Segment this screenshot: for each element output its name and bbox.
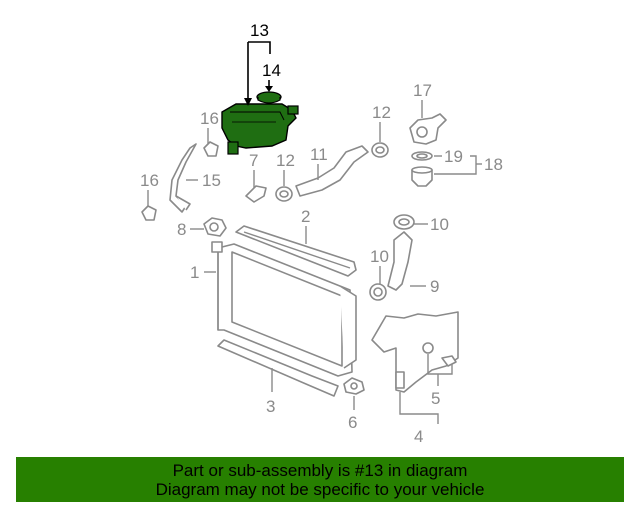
callout-7: 7 (249, 151, 258, 170)
callout-12-right: 12 (372, 103, 391, 122)
callout-8: 8 (177, 220, 186, 239)
overflow-hose-part-15[interactable] (169, 143, 197, 213)
callout-10-upper: 10 (430, 215, 449, 234)
clamp-part-12-right[interactable] (371, 142, 389, 158)
lower-air-baffle-part-3[interactable] (217, 339, 339, 397)
lower-hose-part-9[interactable] (387, 231, 413, 291)
banner-line-disclaimer: Diagram may not be specific to your vehi… (155, 479, 485, 499)
callout-15: 15 (202, 171, 221, 190)
callout-11: 11 (310, 145, 328, 164)
callout-3: 3 (266, 397, 275, 416)
thermostat-part-18[interactable] (411, 166, 433, 187)
thermostat-housing-part-17[interactable] (409, 113, 447, 145)
clip-part-16-upper[interactable] (203, 141, 219, 157)
coolant-reservoir-part-13[interactable] (221, 103, 299, 155)
callout-19: 19 (444, 147, 463, 166)
callout-12-left: 12 (276, 151, 295, 170)
info-banner: Part or sub-assembly is #13 in diagram D… (16, 457, 624, 502)
callout-1: 1 (190, 263, 199, 282)
callout-16-upper: 16 (200, 109, 219, 128)
callout-9: 9 (430, 277, 439, 296)
gasket-part-19[interactable] (411, 151, 433, 161)
clamp-part-10-lower[interactable] (369, 283, 387, 301)
side-deflector-part-4[interactable] (371, 311, 459, 393)
upper-air-baffle-part-2[interactable] (235, 225, 357, 277)
reservoir-cap-part-14[interactable] (256, 91, 282, 104)
radiator-part-1[interactable] (211, 241, 357, 377)
clip-part-5[interactable] (422, 342, 457, 367)
parts-diagram: 13 14 16 16 15 7 12 11 12 17 19 18 8 2 1… (140, 21, 503, 446)
leader-lines (147, 41, 482, 424)
clamp-part-12-left[interactable] (275, 186, 293, 202)
callout-2: 2 (301, 207, 310, 226)
callout-18: 18 (484, 155, 503, 174)
drain-plug-part-6[interactable] (343, 377, 365, 395)
callout-6: 6 (348, 413, 357, 432)
banner-line-part-info: Part or sub-assembly is #13 in diagram (172, 460, 468, 480)
callout-16-lower: 16 (140, 171, 159, 190)
callout-10-lower: 10 (370, 247, 389, 266)
clip-part-16-lower[interactable] (141, 205, 157, 221)
callout-13: 13 (250, 21, 269, 40)
callout-5: 5 (431, 389, 440, 408)
callout-14: 14 (262, 61, 281, 80)
bracket-part-7[interactable] (245, 185, 267, 203)
callout-4: 4 (414, 427, 423, 446)
upper-hose-part-11[interactable] (295, 145, 369, 197)
callout-17: 17 (413, 81, 432, 100)
callout-labels: 13 14 16 16 15 7 12 11 12 17 19 18 8 2 1… (140, 21, 503, 446)
cap-part-8[interactable] (203, 217, 227, 237)
clamp-part-10-upper[interactable] (393, 214, 415, 230)
